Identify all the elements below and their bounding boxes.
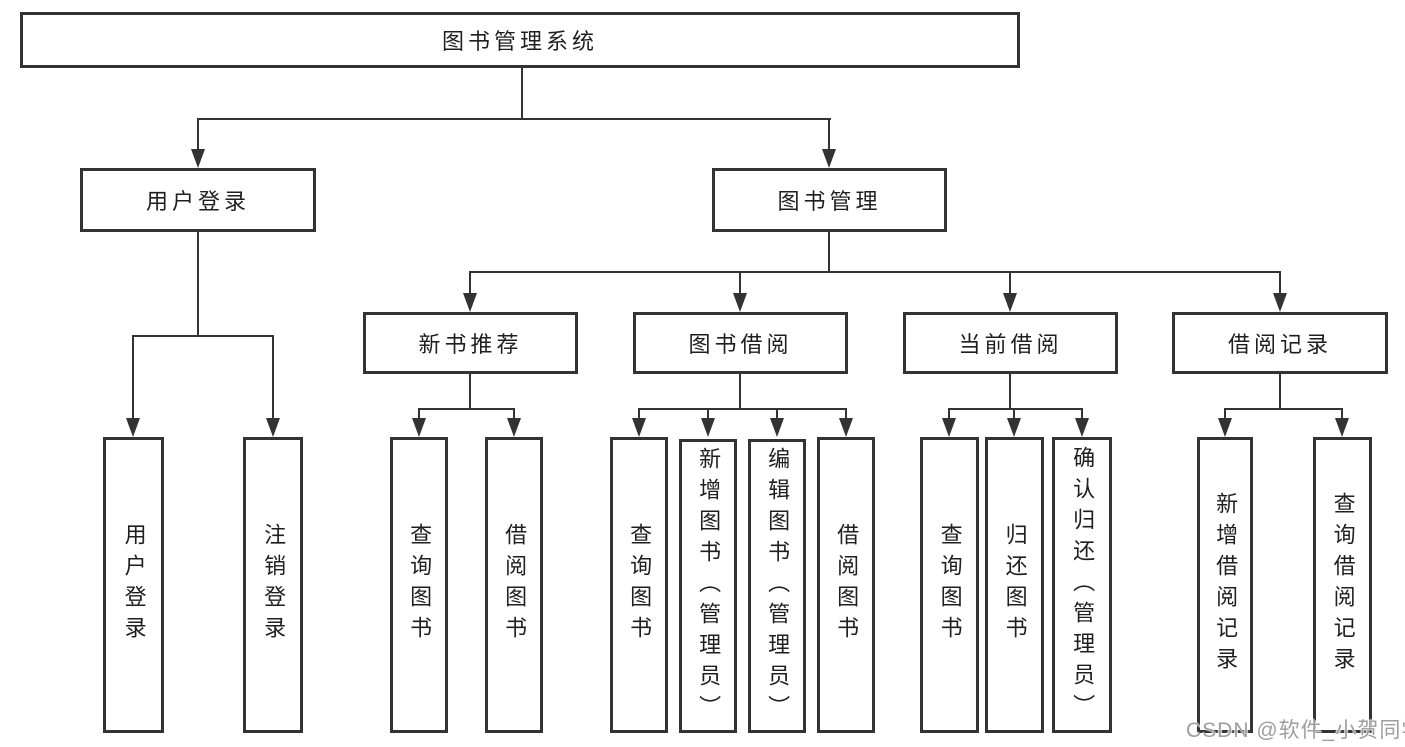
leaf-bb-borrow-books: 借阅图书 <box>817 437 875 733</box>
node-current-borrow: 当前借阅 <box>903 312 1118 374</box>
leaf-bb-add-books-admin: 新增图书（管理员） <box>679 439 737 733</box>
node-book-management-system: 图书管理系统 <box>20 12 1020 68</box>
leaf-label: 用户登录 <box>121 523 147 647</box>
node-book-borrow: 图书借阅 <box>633 312 848 374</box>
node-label: 新书推荐 <box>418 332 523 357</box>
arrow-down-icon <box>412 418 426 437</box>
leaf-label: 新增图书（管理员） <box>696 446 722 726</box>
arrow-down-icon <box>1273 293 1287 312</box>
leaf-user-login: 用户登录 <box>103 437 164 733</box>
edge-records-trunk <box>1279 374 1281 408</box>
edge-drop-current-borrow <box>1009 271 1011 294</box>
leaf-cb-query-books: 查询图书 <box>920 437 979 733</box>
node-book-management: 图书管理 <box>712 168 947 232</box>
edge-drop-rec-query <box>1341 408 1343 419</box>
leaf-label: 查询图书 <box>627 523 653 647</box>
edge-userlogin-trunk <box>197 232 199 335</box>
leaf-label: 查询借阅记录 <box>1330 492 1356 678</box>
leaf-rec-add-record: 新增借阅记录 <box>1197 437 1253 733</box>
node-label: 当前借阅 <box>958 332 1063 357</box>
node-label: 借阅记录 <box>1227 332 1332 357</box>
edge-bookborrow-branch <box>638 408 847 410</box>
arrow-down-icon <box>1335 418 1349 437</box>
leaf-label: 确认归还（管理员） <box>1070 445 1096 725</box>
leaf-label: 注销登录 <box>261 523 287 647</box>
edge-drop-bb-borrow <box>845 408 847 419</box>
leaf-label: 编辑图书（管理员） <box>765 446 791 726</box>
leaf-label: 归还图书 <box>1002 523 1028 647</box>
leaf-label: 查询图书 <box>937 523 963 647</box>
node-label: 图书借阅 <box>688 332 793 357</box>
node-borrow-records: 借阅记录 <box>1172 312 1388 374</box>
edge-records-branch <box>1224 408 1343 410</box>
edge-drop-nb-query <box>418 408 420 419</box>
leaf-label: 借阅图书 <box>502 523 528 647</box>
leaf-nb-query-books: 查询图书 <box>390 437 448 733</box>
edge-drop-user-login <box>197 118 199 151</box>
edge-bookmgmt-branch <box>469 271 1281 273</box>
edge-drop-cb-return <box>1013 408 1015 419</box>
edge-currentborrow-branch <box>948 408 1083 410</box>
arrow-down-icon <box>839 418 853 437</box>
arrow-down-icon <box>701 418 715 437</box>
arrow-down-icon <box>191 149 205 168</box>
leaf-label: 借阅图书 <box>834 523 860 647</box>
leaf-cb-return-books: 归还图书 <box>985 437 1044 733</box>
arrow-down-icon <box>266 418 280 437</box>
edge-bookborrow-trunk <box>739 374 741 408</box>
node-user-login: 用户登录 <box>80 168 316 232</box>
arrow-down-icon <box>1003 293 1017 312</box>
edge-drop-cb-confirm <box>1081 408 1083 419</box>
edge-root-trunk <box>521 67 523 118</box>
arrow-down-icon <box>507 418 521 437</box>
arrow-down-icon <box>1218 418 1232 437</box>
arrow-down-icon <box>942 418 956 437</box>
leaf-rec-query-record: 查询借阅记录 <box>1313 437 1372 733</box>
arrow-down-icon <box>733 293 747 312</box>
node-new-book-recommend: 新书推荐 <box>363 312 578 374</box>
arrow-down-icon <box>126 418 140 437</box>
edge-drop-nb-borrow <box>513 408 515 419</box>
leaf-cb-confirm-return-admin: 确认归还（管理员） <box>1052 437 1112 733</box>
edge-drop-borrow-records <box>1279 271 1281 294</box>
leaf-label: 查询图书 <box>407 523 433 647</box>
edge-drop-bb-add <box>707 408 709 419</box>
node-label: 图书管理 <box>777 189 882 214</box>
edge-drop-book-borrow <box>739 271 741 294</box>
leaf-bb-edit-books-admin: 编辑图书（管理员） <box>748 439 806 733</box>
edge-currentborrow-trunk <box>1009 374 1011 408</box>
edge-drop-bb-query <box>638 408 640 419</box>
node-label: 图书管理系统 <box>441 29 598 54</box>
edge-drop-leaf-login <box>132 335 134 419</box>
edge-newbook-trunk <box>469 374 471 408</box>
edge-bookmgmt-trunk <box>828 232 830 271</box>
arrow-down-icon <box>1007 418 1021 437</box>
csdn-watermark: CSDN @软件_小贺同学 <box>1186 719 1405 742</box>
edge-root-branch <box>197 118 831 120</box>
edge-userlogin-branch <box>132 335 274 337</box>
arrow-down-icon <box>632 418 646 437</box>
edge-drop-new-book <box>469 271 471 294</box>
edge-drop-cb-query <box>948 408 950 419</box>
leaf-logout: 注销登录 <box>243 437 303 733</box>
arrow-down-icon <box>1075 418 1089 437</box>
arrow-down-icon <box>770 418 784 437</box>
edge-newbook-branch <box>418 408 515 410</box>
edge-drop-rec-add <box>1224 408 1226 419</box>
leaf-nb-borrow-books: 借阅图书 <box>485 437 543 733</box>
arrow-down-icon <box>822 149 836 168</box>
leaf-bb-query-books: 查询图书 <box>610 437 668 733</box>
leaf-label: 新增借阅记录 <box>1213 492 1239 678</box>
edge-drop-leaf-logout <box>272 335 274 419</box>
node-label: 用户登录 <box>145 189 250 214</box>
edge-drop-book-management <box>828 118 830 151</box>
arrow-down-icon <box>463 293 477 312</box>
edge-drop-bb-edit <box>776 408 778 419</box>
